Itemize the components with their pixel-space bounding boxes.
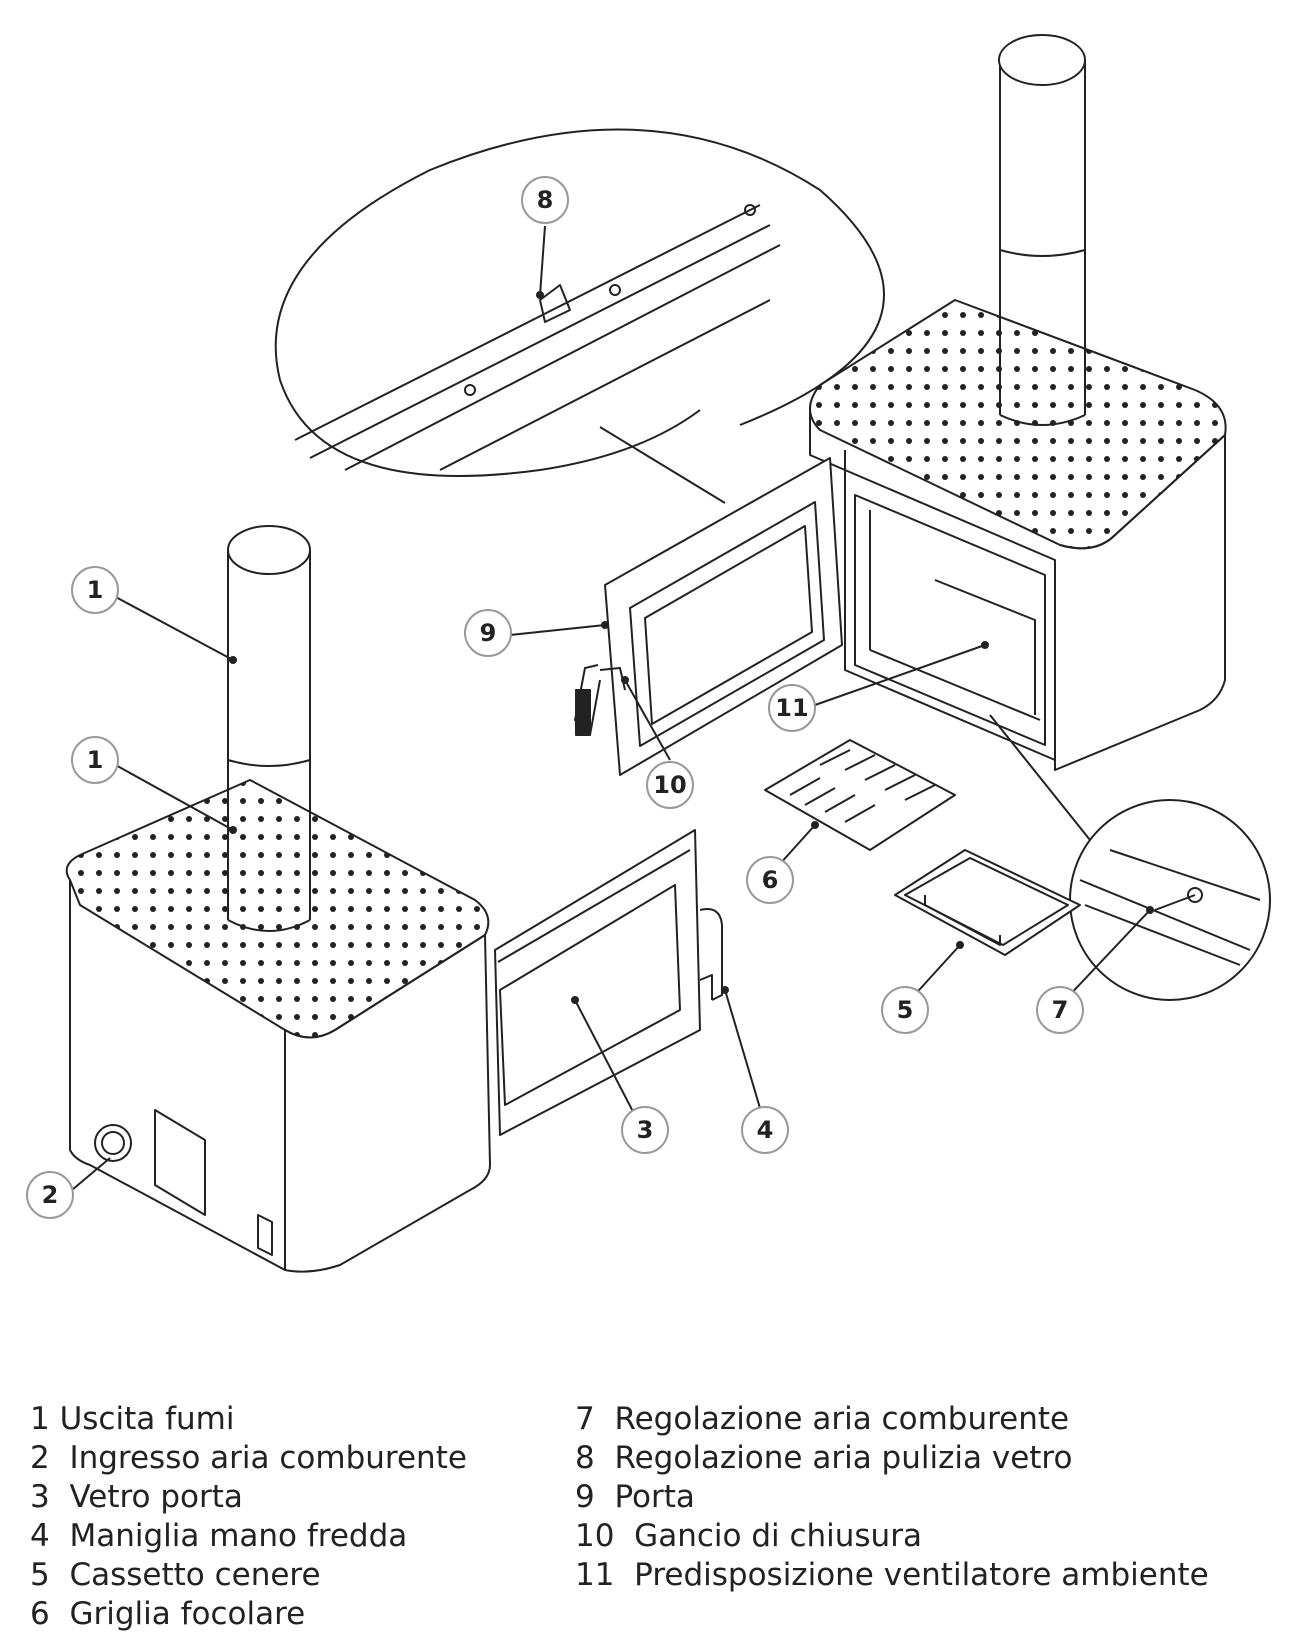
- stove-left-closed: [65, 525, 491, 1273]
- callout-1a: 1: [71, 566, 119, 614]
- legend-right-column: 7 Regolazione aria comburente 8 Regolazi…: [575, 1400, 1209, 1595]
- stove-right-right-side: [1054, 434, 1226, 771]
- magnifier-detail-7: [989, 714, 1271, 1001]
- svg-text:5: 5: [897, 996, 914, 1024]
- svg-text:7: 7: [1052, 996, 1069, 1024]
- legend-item: 5 Cassetto cenere: [30, 1557, 321, 1593]
- legend-item: 6 Griglia focolare: [30, 1596, 306, 1632]
- stove-right-flue: [999, 60, 1086, 415]
- ash-drawer: [894, 849, 1081, 956]
- stove-left-right-side: [284, 934, 491, 1273]
- svg-text:8: 8: [537, 186, 554, 214]
- svg-text:1: 1: [87, 576, 104, 604]
- legend-item: 7 Regolazione aria comburente: [575, 1401, 1070, 1437]
- stove-left-access-panel: [154, 1109, 206, 1216]
- door-glass: [499, 884, 681, 1106]
- hearth-grate: [764, 739, 956, 851]
- legend-item: 3 Vetro porta: [30, 1479, 243, 1515]
- legend-item: 8 Regolazione aria pulizia vetro: [575, 1440, 1073, 1476]
- legend-item: 1 Uscita fumi: [30, 1401, 235, 1437]
- callout-10: 10: [646, 761, 694, 809]
- callout-6: 6: [746, 856, 794, 904]
- legend-left-column: 1 Uscita fumi 2 Ingresso aria comburente…: [30, 1400, 467, 1634]
- legend-item: 9 Porta: [575, 1479, 695, 1515]
- cool-touch-handle: [699, 908, 723, 1001]
- svg-text:4: 4: [757, 1116, 774, 1144]
- stove-left-left-side: [69, 880, 286, 1271]
- callout-2: 2: [26, 1171, 74, 1219]
- callout-1b: 1: [71, 736, 119, 784]
- door-open: [574, 457, 843, 776]
- callout-5: 5: [881, 986, 929, 1034]
- stove-exploded-diagram: 1 1 2 3 4 5 6 7 8 9 10 11: [26, 34, 1271, 1273]
- callout-7: 7: [1036, 986, 1084, 1034]
- air-inlet-grille: [94, 1124, 132, 1162]
- stove-right-top-surface: [809, 299, 1227, 550]
- leader-dots: [229, 291, 1154, 1004]
- magnifier-detail-8: [274, 128, 885, 504]
- svg-text:6: 6: [762, 866, 779, 894]
- stove-left-top-surface: [65, 779, 490, 1039]
- stove-right-open: [809, 34, 1227, 771]
- legend-item: 4 Maniglia mano fredda: [30, 1518, 408, 1554]
- svg-text:11: 11: [775, 694, 808, 722]
- legend-item: 2 Ingresso aria comburente: [30, 1440, 467, 1476]
- legend-item: 11 Predisposizione ventilatore ambiente: [575, 1557, 1209, 1593]
- door-detached: [494, 829, 723, 1136]
- svg-text:3: 3: [637, 1116, 654, 1144]
- svg-text:9: 9: [480, 619, 497, 647]
- callout-3: 3: [621, 1106, 669, 1154]
- callout-4: 4: [741, 1106, 789, 1154]
- stove-left-flue: [227, 550, 311, 920]
- door-frame: [604, 457, 843, 776]
- svg-text:2: 2: [42, 1181, 59, 1209]
- callout-9: 9: [464, 609, 512, 657]
- callout-11: 11: [768, 684, 816, 732]
- stove-right-firebox: [854, 494, 1046, 746]
- callout-8: 8: [521, 176, 569, 224]
- svg-text:1: 1: [87, 746, 104, 774]
- legend-item: 10 Gancio di chiusura: [575, 1518, 922, 1554]
- svg-text:10: 10: [653, 771, 686, 799]
